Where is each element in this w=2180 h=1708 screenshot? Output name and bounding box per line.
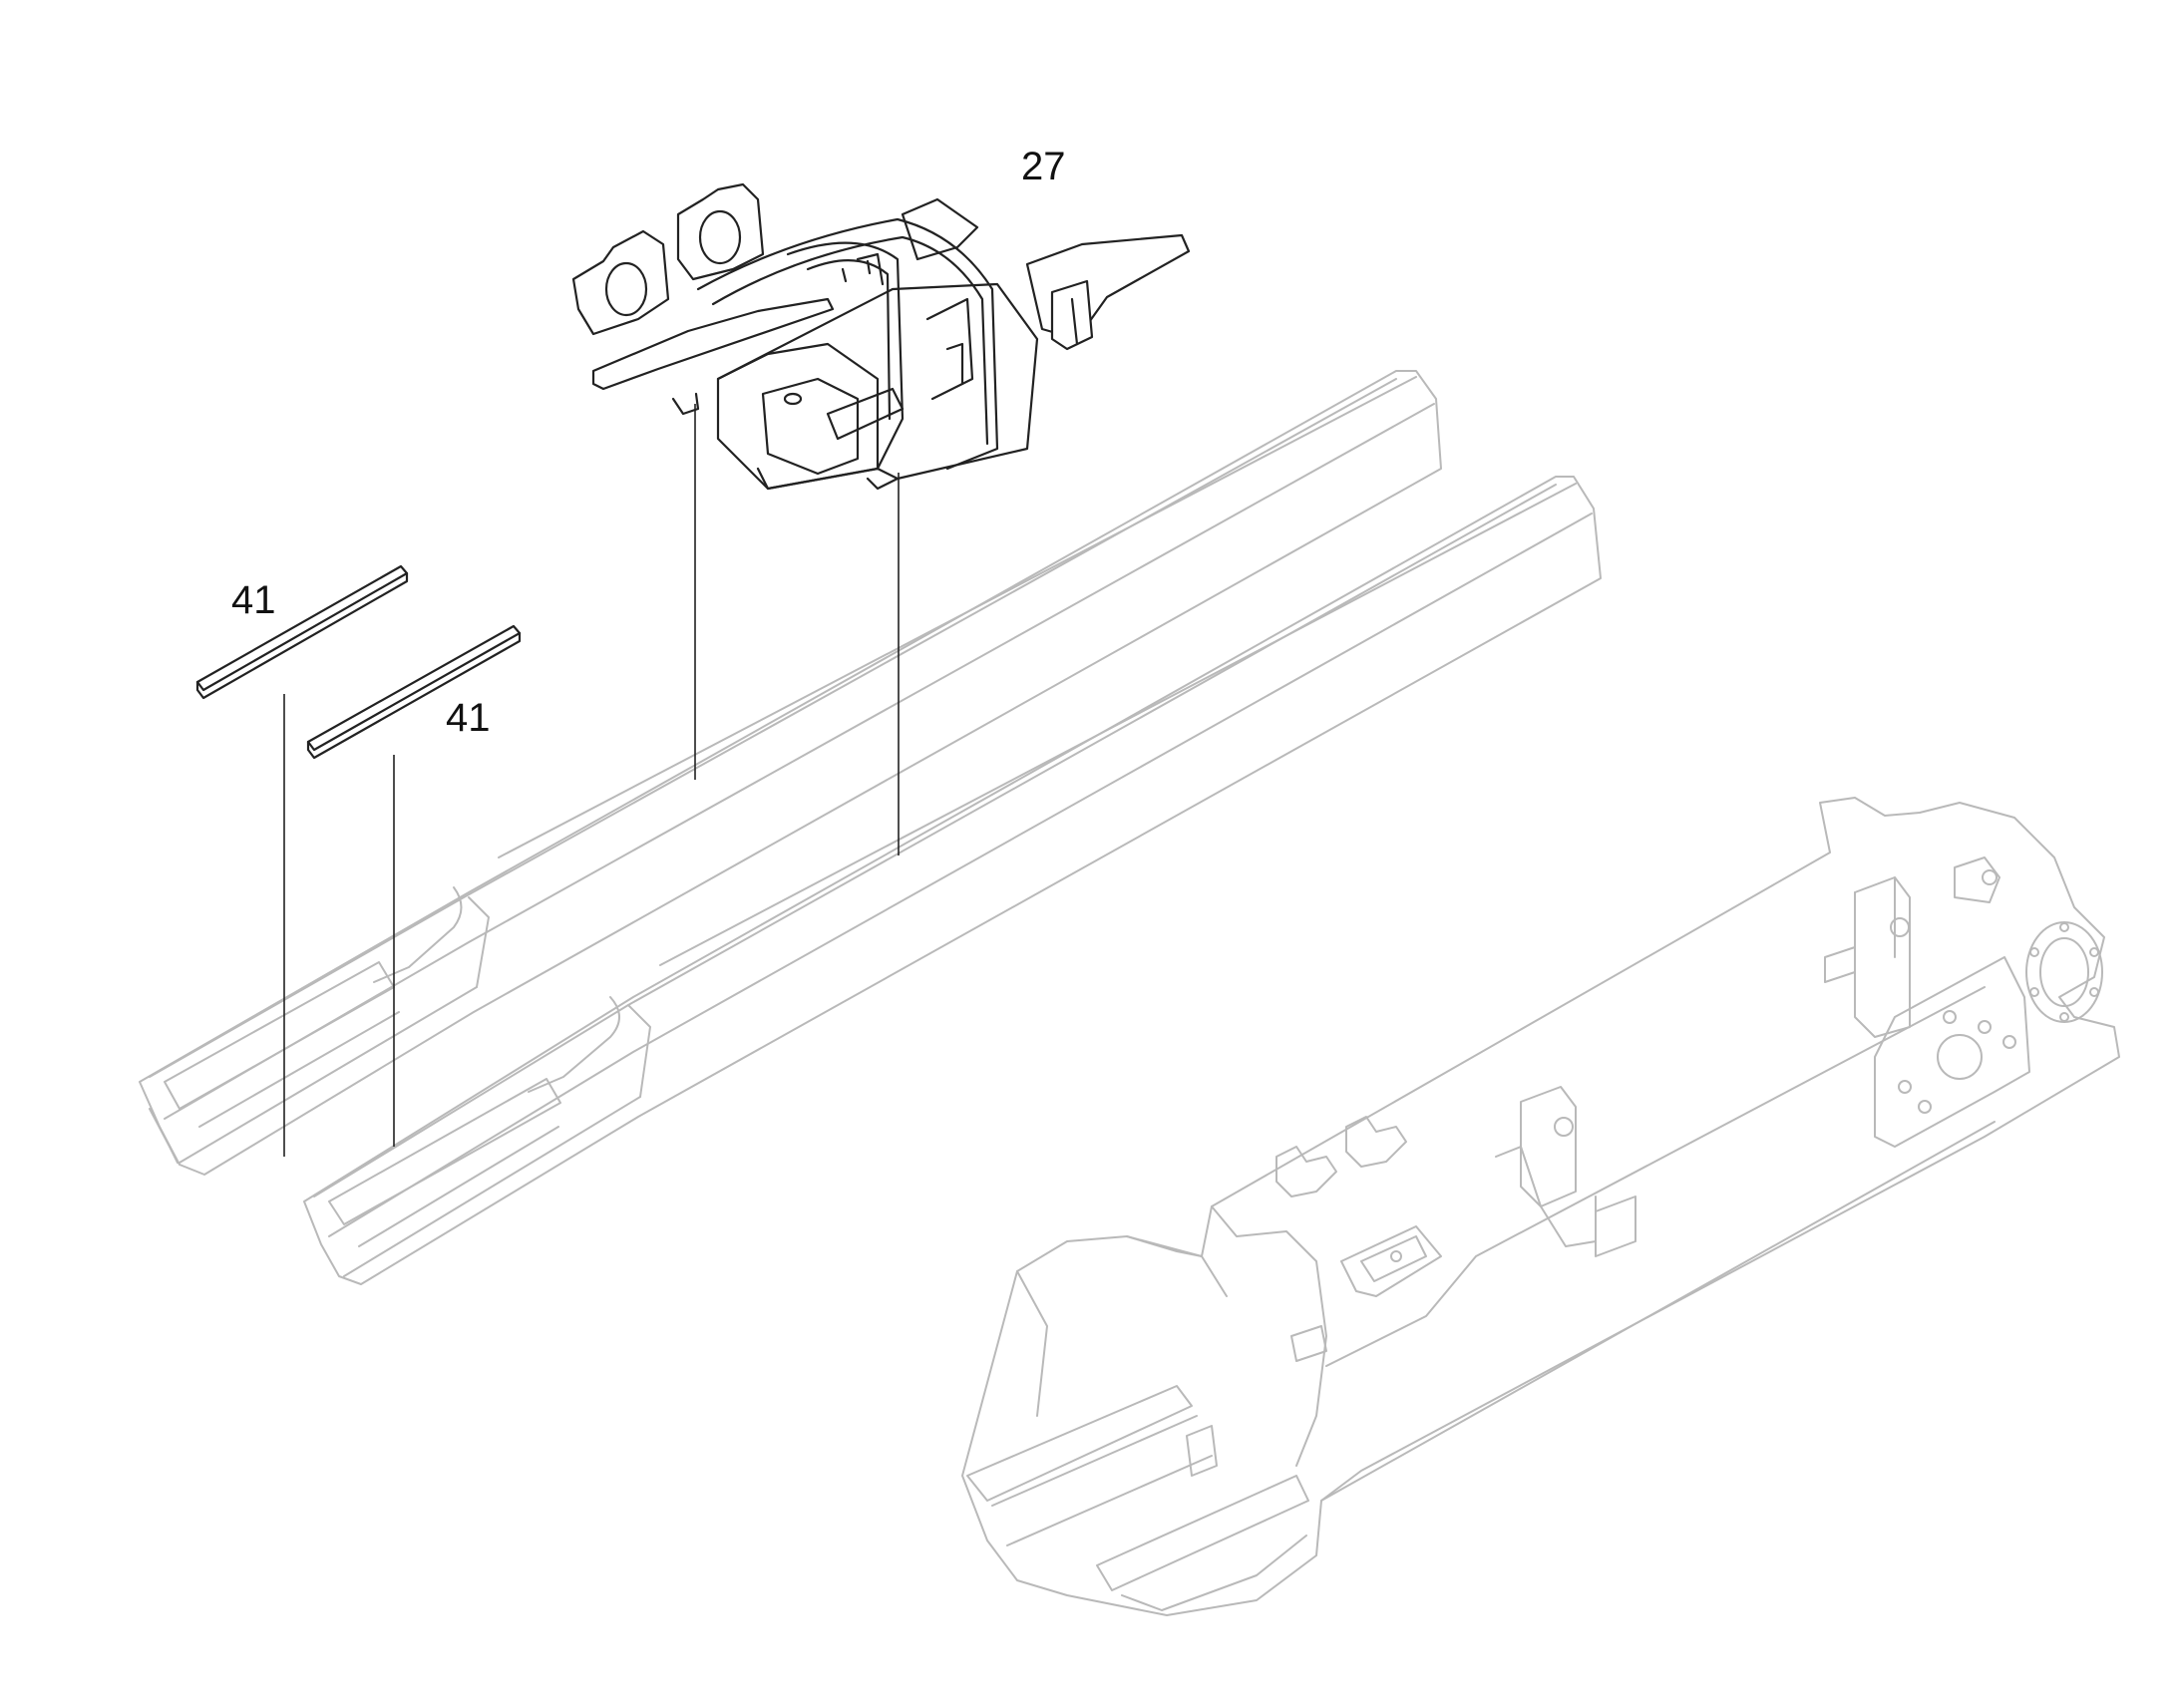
callout-27: 27 (1021, 145, 1066, 188)
inner-boom-section-right (303, 476, 1602, 1285)
leader-lines (283, 404, 900, 1157)
carriage-assembly (571, 182, 1191, 491)
callout-41-lower: 41 (446, 696, 491, 740)
shim-strip-lower (306, 624, 522, 760)
shim-strip-upper (195, 564, 409, 700)
boom-base-section (961, 797, 2120, 1616)
callout-41-upper: 41 (231, 578, 276, 622)
inner-boom-section-left (139, 370, 1442, 1176)
